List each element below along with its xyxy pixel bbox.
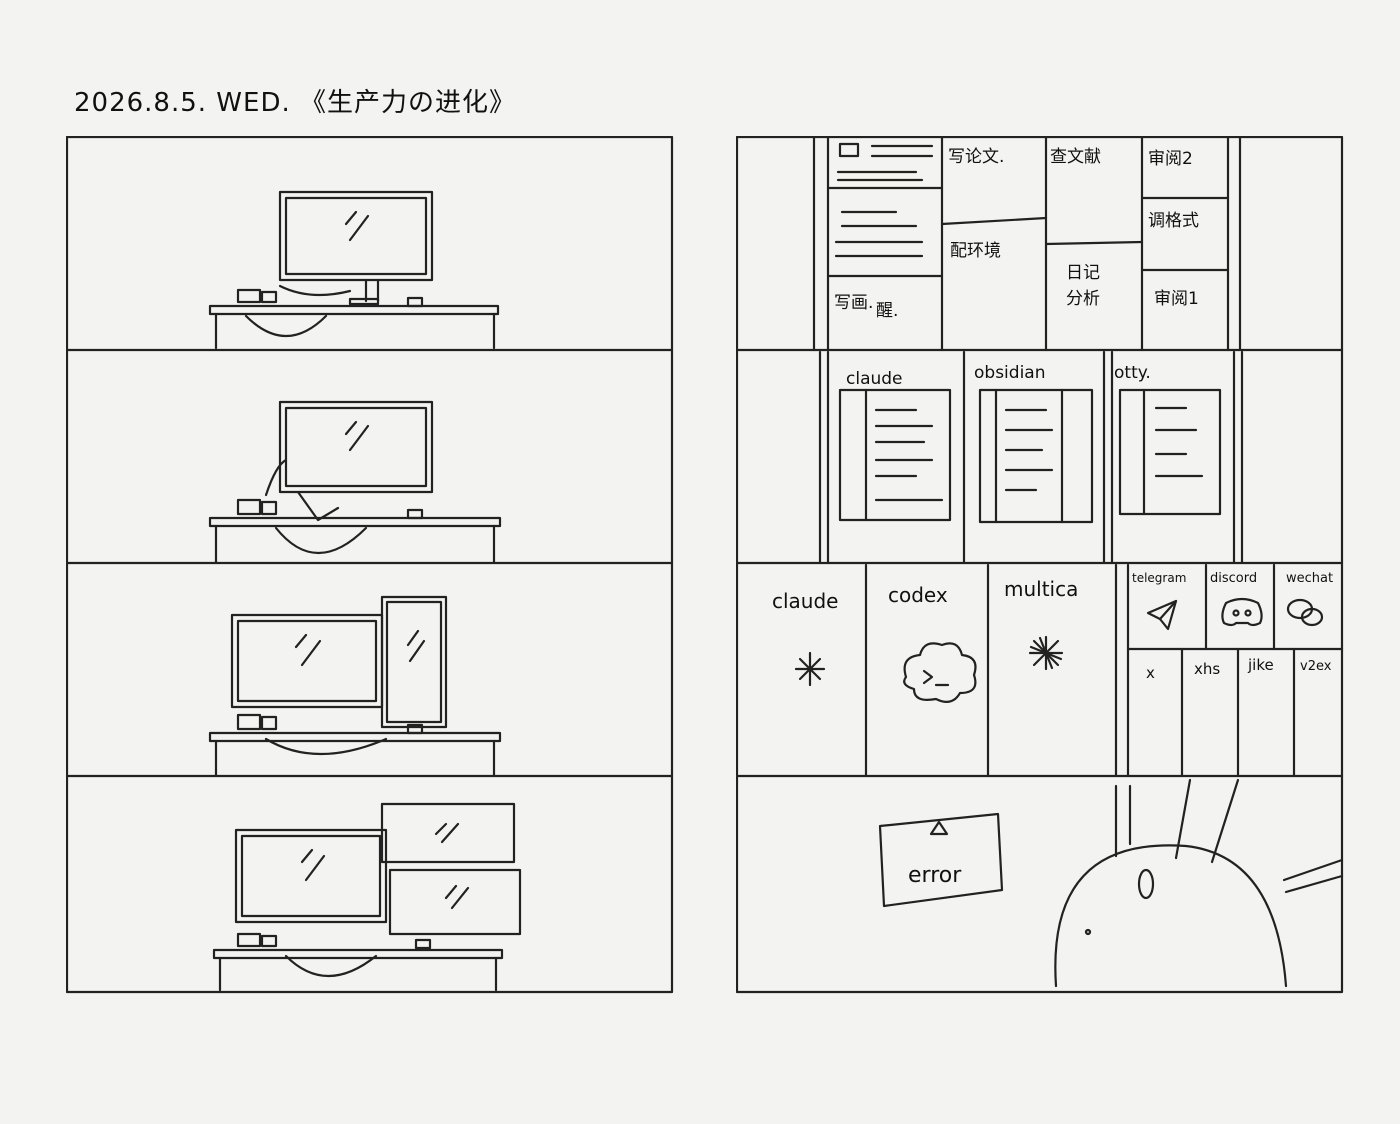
tile-format: 调格式 bbox=[1148, 211, 1199, 231]
desk-1-monitor bbox=[208, 190, 500, 350]
agent-tools bbox=[794, 563, 1344, 777]
social-x-label: x bbox=[1146, 664, 1155, 682]
discord-icon bbox=[1221, 597, 1263, 627]
chat-wechat-label: wechat bbox=[1286, 571, 1333, 586]
agent-multica-label: multica bbox=[1004, 577, 1078, 601]
tile-write-paper: 写论文. bbox=[948, 147, 1004, 167]
chat-discord-label: discord bbox=[1210, 571, 1257, 586]
social-v2ex-label: v2ex bbox=[1300, 659, 1332, 674]
app-windows bbox=[818, 350, 1244, 564]
social-jike-label: jike bbox=[1247, 656, 1274, 674]
wechat-icon bbox=[1286, 598, 1324, 627]
desk-2-monitor bbox=[208, 400, 502, 564]
chat-telegram-label: telegram bbox=[1132, 571, 1186, 585]
workflow-panels: 写论文. 查文献 审阅2 调格式 配环境 日记 分析 审阅1 写画. 醒. cl… bbox=[736, 136, 1344, 994]
tile-diary: 日记 bbox=[1066, 263, 1100, 283]
desk-3-monitors bbox=[208, 595, 502, 777]
tiling-grid bbox=[812, 136, 1242, 352]
app-claude-label: claude bbox=[846, 369, 903, 389]
agent-codex-label: codex bbox=[888, 583, 948, 607]
error-label: error bbox=[908, 863, 962, 888]
app-otty-label: otty. bbox=[1114, 363, 1151, 383]
tile-env-setup: 配环境 bbox=[950, 241, 1001, 261]
telegram-icon bbox=[1146, 599, 1178, 631]
codex-icon bbox=[903, 642, 977, 704]
desk-4-monitors bbox=[212, 802, 522, 992]
tile-review-1: 审阅1 bbox=[1154, 289, 1199, 309]
tile-review-2: 审阅2 bbox=[1148, 149, 1193, 169]
error-scene bbox=[878, 778, 1344, 988]
claude-icon bbox=[794, 651, 826, 687]
multica-icon bbox=[1028, 635, 1064, 671]
tile-wake: 醒. bbox=[876, 301, 898, 321]
app-obsidian-label: obsidian bbox=[974, 363, 1045, 383]
agent-claude-label: claude bbox=[772, 589, 838, 613]
desk-evolution-panels bbox=[66, 136, 674, 994]
tile-analysis: 分析 bbox=[1066, 289, 1100, 309]
tile-write-draw: 写画. bbox=[834, 293, 873, 313]
social-xhs-label: xhs bbox=[1194, 660, 1220, 678]
page-title: 2026.8.5. WED. 《生产力の进化》 bbox=[74, 88, 516, 118]
tile-lit-search: 查文献 bbox=[1050, 147, 1101, 167]
